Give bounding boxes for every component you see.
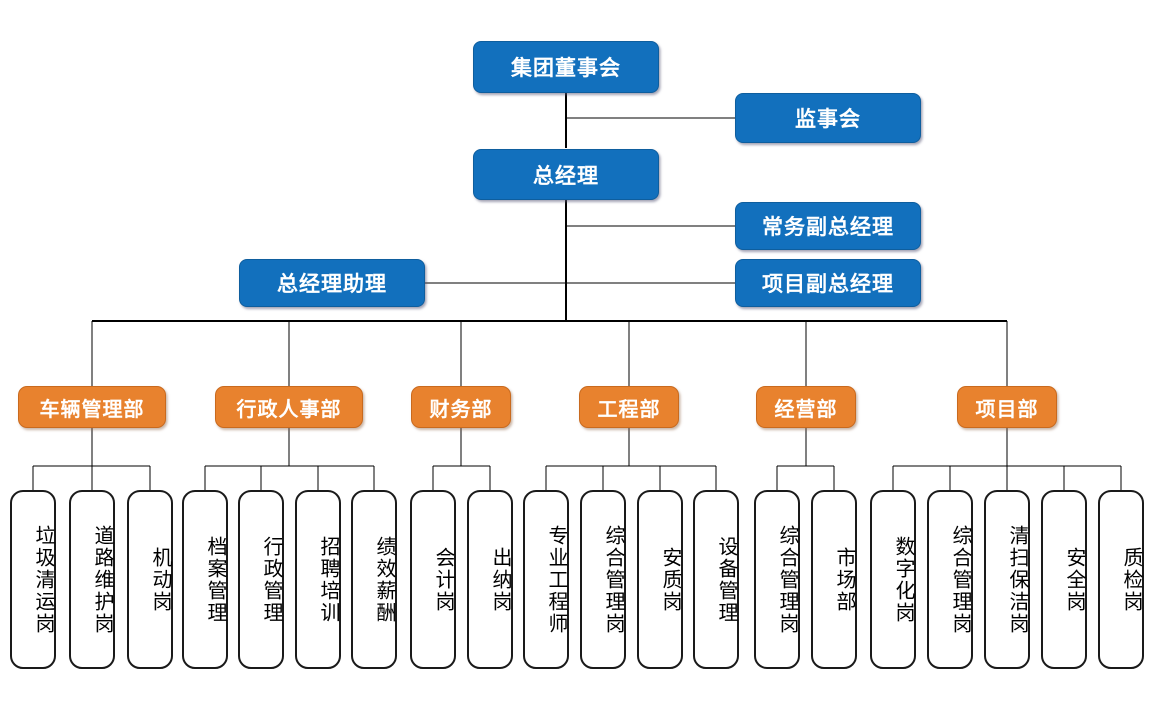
node-project-deputy-gm[interactable]: 项目副总经理 [735, 259, 921, 307]
node-general-manager-label: 总经理 [533, 164, 599, 188]
position-label: 清扫保洁岗 [1006, 524, 1028, 635]
dept-label: 车辆管理部 [39, 398, 145, 421]
position-box[interactable]: 垃圾清运岗 [10, 490, 56, 669]
position-box[interactable]: 道路维护岗 [69, 490, 115, 669]
node-executive-deputy-gm-label: 常务副总经理 [762, 216, 894, 239]
position-label: 安质岗 [659, 546, 681, 613]
position-box[interactable]: 安质岗 [637, 490, 683, 669]
node-general-manager[interactable]: 总经理 [473, 149, 659, 200]
position-box[interactable]: 安全岗 [1041, 490, 1087, 669]
position-label: 出纳岗 [489, 546, 511, 613]
dept-engineering[interactable]: 工程部 [579, 386, 679, 428]
dept-finance[interactable]: 财务部 [411, 386, 511, 428]
position-box[interactable]: 出纳岗 [467, 490, 513, 669]
position-label: 会计岗 [432, 546, 454, 613]
position-label: 垃圾清运岗 [32, 524, 54, 635]
position-box[interactable]: 专业工程师 [523, 490, 569, 669]
position-box[interactable]: 综合管理岗 [580, 490, 626, 669]
position-box[interactable]: 会计岗 [410, 490, 456, 669]
dept-vehicle-management[interactable]: 车辆管理部 [18, 386, 166, 428]
position-box[interactable]: 市场部 [811, 490, 857, 669]
position-box[interactable]: 综合管理岗 [754, 490, 800, 669]
position-label: 道路维护岗 [91, 524, 113, 635]
node-gm-assistant[interactable]: 总经理助理 [239, 259, 425, 307]
position-label: 综合管理岗 [602, 524, 624, 635]
position-label: 数字化岗 [892, 535, 914, 624]
position-box[interactable]: 机动岗 [127, 490, 173, 669]
position-box[interactable]: 绩效薪酬 [351, 490, 397, 669]
node-board-label: 集团董事会 [511, 57, 621, 80]
position-label: 招聘培训 [317, 535, 339, 624]
position-box[interactable]: 设备管理 [693, 490, 739, 669]
position-label: 市场部 [833, 546, 855, 613]
position-label: 质检岗 [1120, 546, 1142, 613]
position-label: 安全岗 [1063, 546, 1085, 613]
dept-project[interactable]: 项目部 [957, 386, 1057, 428]
node-supervisory-board[interactable]: 监事会 [735, 93, 921, 143]
position-box[interactable]: 综合管理岗 [927, 490, 973, 669]
position-box[interactable]: 档案管理 [182, 490, 228, 669]
dept-label: 经营部 [774, 398, 838, 421]
position-box[interactable]: 质检岗 [1098, 490, 1144, 669]
dept-label: 工程部 [597, 398, 661, 421]
dept-label: 财务部 [429, 398, 493, 421]
position-label: 档案管理 [204, 535, 226, 624]
dept-label: 项目部 [975, 398, 1039, 421]
position-label: 绩效薪酬 [373, 535, 395, 624]
position-label: 设备管理 [715, 535, 737, 624]
dept-label: 行政人事部 [236, 398, 342, 421]
node-board[interactable]: 集团董事会 [473, 41, 659, 93]
position-box[interactable]: 招聘培训 [295, 490, 341, 669]
position-label: 综合管理岗 [949, 524, 971, 635]
position-box[interactable]: 数字化岗 [870, 490, 916, 669]
position-label: 机动岗 [149, 546, 171, 613]
position-box[interactable]: 清扫保洁岗 [984, 490, 1030, 669]
dept-operations[interactable]: 经营部 [756, 386, 856, 428]
position-box[interactable]: 行政管理 [238, 490, 284, 669]
position-label: 专业工程师 [545, 524, 567, 635]
node-executive-deputy-gm[interactable]: 常务副总经理 [735, 202, 921, 250]
position-label: 综合管理岗 [776, 524, 798, 635]
node-supervisory-board-label: 监事会 [795, 108, 861, 131]
node-gm-assistant-label: 总经理助理 [277, 273, 387, 296]
dept-admin-hr[interactable]: 行政人事部 [215, 386, 363, 428]
node-project-deputy-gm-label: 项目副总经理 [762, 273, 894, 296]
position-label: 行政管理 [260, 535, 282, 624]
